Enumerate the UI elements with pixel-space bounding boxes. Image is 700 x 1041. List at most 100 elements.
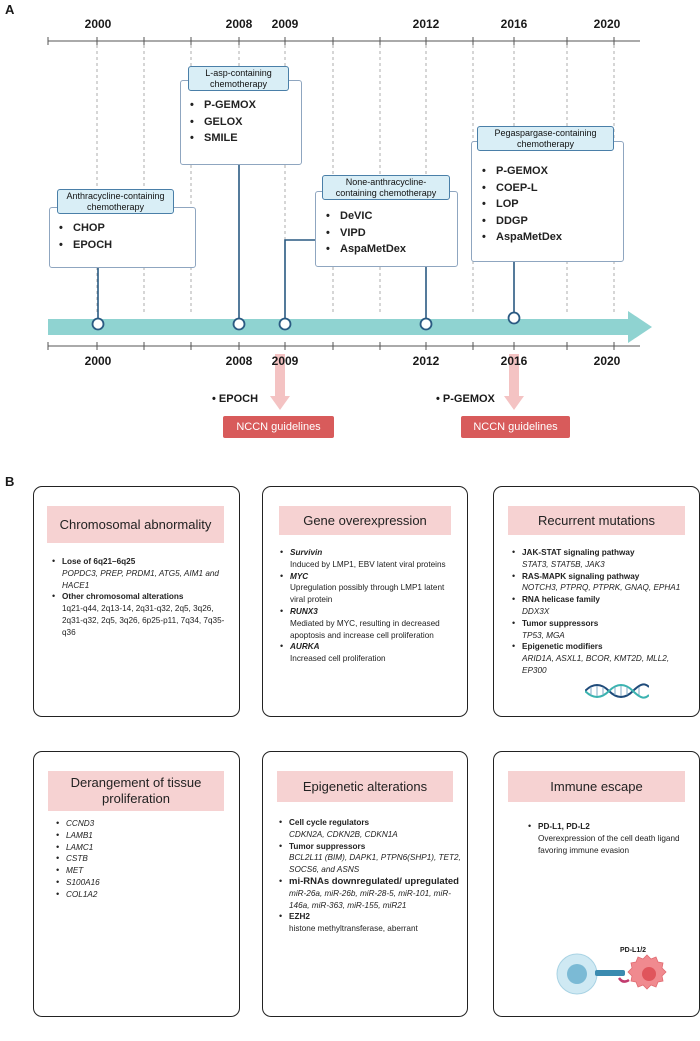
bullet-detail: 1q21-q44, 2q13-14, 2q31-q32, 2q5, 3q26, … (62, 604, 225, 637)
bullet-head: Tumor suppressors (522, 618, 599, 628)
bullet-detail: NOTCH3, PTPRQ, PTPRK, GNAQ, EPHA1 (522, 583, 681, 593)
year-top-2012: 2012 (412, 17, 440, 31)
card-title: Derangement of tissue proliferation (48, 771, 224, 811)
bullet-head: Tumor suppressors (289, 841, 366, 851)
regimen-item: GELOX (187, 114, 256, 131)
bottom-axis-ticks (47, 342, 615, 350)
bullet-detail: histone methyltransferase, aberrant (289, 924, 418, 934)
regimen-list-l-asp: P-GEMOX GELOX SMILE (187, 97, 256, 147)
year-top-2000: 2000 (84, 17, 112, 31)
top-axis-ticks (47, 37, 615, 45)
year-bottom-2000: 2000 (84, 354, 112, 368)
nccn-badge-2009: NCCN guidelines (223, 416, 334, 438)
card-bullet: S100A16 (56, 877, 226, 889)
regimen-item: CHOP (56, 220, 112, 237)
year-bottom-2012: 2012 (412, 354, 440, 368)
timeline-arrow-head (628, 311, 652, 343)
guideline-item-text: EPOCH (218, 393, 259, 405)
tumor-cell-icon (627, 954, 667, 990)
t-cell-icon (556, 953, 598, 995)
pd-l1-ligand-shape (617, 977, 630, 983)
timeline-nodes (91, 311, 521, 331)
bullet-detail: BCL2L11 (BIM), DAPK1, PTPN6(SHP1), TET2,… (289, 853, 461, 875)
bullet-detail: TP53, MGA (522, 630, 565, 640)
pd1-receptor-shape (595, 970, 625, 976)
regimen-item: SMILE (187, 130, 256, 147)
year-bottom-2008: 2008 (225, 354, 253, 368)
guideline-item-epoch: • EPOCH (212, 393, 259, 405)
bullet-head: RAS-MAPK signaling pathway (522, 571, 640, 581)
regimen-item: DDGP (479, 213, 562, 230)
card-bullet: COL1A2 (56, 889, 226, 901)
regimen-title-anthracycline: Anthracycline-containing chemotherapy (57, 189, 174, 214)
dna-helix-icon (585, 683, 649, 699)
bullet-head: Cell cycle regulators (289, 818, 370, 827)
regimen-list-none-anthracycline: DeVIC VIPD AspaMetDex (323, 208, 406, 258)
card-title: Epigenetic alterations (277, 771, 453, 802)
card-bullet: CSTB (56, 853, 226, 865)
regimen-item: AspaMetDex (479, 229, 562, 246)
card-bullet: LAMB1 (56, 830, 226, 842)
card-bullet: Other chromosomal alterations 1q21-q44, 2… (52, 591, 230, 638)
bullet-detail: miR-26a, miR-26b, miR-28-5, miR-101, miR… (289, 888, 451, 910)
regimen-list-anthracycline: CHOP EPOCH (56, 220, 112, 253)
regimen-title-none-anthracycline: None-anthracycline-containing chemothera… (322, 175, 450, 200)
regimen-item: P-GEMOX (479, 163, 562, 180)
bullet-detail: CDKN2A, CDKN2B, CDKN1A (289, 829, 398, 839)
regimen-title-l-asp: L-asp-containing chemotherapy (188, 66, 289, 91)
card-title: Chromosomal abnormality (47, 506, 224, 543)
bullet-head: mi-RNAs downregulated/ upregulated (289, 875, 459, 887)
bullet-detail: DDX3X (522, 606, 550, 616)
year-bottom-2016: 2016 (500, 354, 528, 368)
bullet-head: Other chromosomal alterations (62, 592, 184, 602)
node-2009 (278, 317, 292, 331)
bullet-head: RUNX3 (290, 606, 318, 616)
guideline-item-p-gemox: • P-GEMOX (436, 393, 495, 405)
year-bottom-2009: 2009 (271, 354, 299, 368)
bullet-detail: STAT3, STAT5B, JAK3 (522, 559, 605, 569)
bullet-detail: POPDC3, PREP, PRDM1, ATG5, AIM1 and HACE… (62, 568, 219, 590)
node-2000 (91, 317, 105, 331)
bullet-detail: Overexpression of the cell death ligand … (538, 833, 680, 855)
bullet-head: Epigenetic modifiers (522, 642, 603, 652)
bullet-head: JAK-STAT signaling pathway (522, 548, 635, 557)
regimen-item: AspaMetDex (323, 241, 406, 258)
bullet-detail: Induced by LMP1, EBV latent viral protei… (290, 559, 446, 569)
bullet-detail: ARID1A, ASXL1, BCOR, KMT2D, MLL2, EP300 (522, 654, 670, 675)
card-bullet: CCND3 (56, 818, 226, 830)
regimen-item: P-GEMOX (187, 97, 256, 114)
connector-2009 (284, 239, 316, 318)
card-title: Gene overexpression (279, 506, 451, 535)
card-bullet: mi-RNAs downregulated/ upregulatedmiR-26… (279, 876, 461, 911)
year-bottom-2020: 2020 (593, 354, 621, 368)
year-top-2009: 2009 (271, 17, 299, 31)
timeline-arrow-body (48, 319, 630, 335)
nccn-badge-2016: NCCN guidelines (461, 416, 570, 438)
regimen-title-pegaspargase: Pegaspargase-containing chemotherapy (477, 126, 614, 151)
bullet-head: Lose of 6q21–6q25 (62, 557, 136, 566)
box-connectors (97, 164, 515, 318)
immune-interaction-illustration (556, 953, 667, 995)
regimen-item: LOP (479, 196, 562, 213)
card-title: Immune escape (508, 771, 685, 802)
node-2008 (232, 317, 246, 331)
card-bullet: LAMC1 (56, 842, 226, 854)
year-top-2020: 2020 (593, 17, 621, 31)
regimen-item: EPOCH (56, 237, 112, 254)
bullet-head: MYC (290, 571, 309, 581)
